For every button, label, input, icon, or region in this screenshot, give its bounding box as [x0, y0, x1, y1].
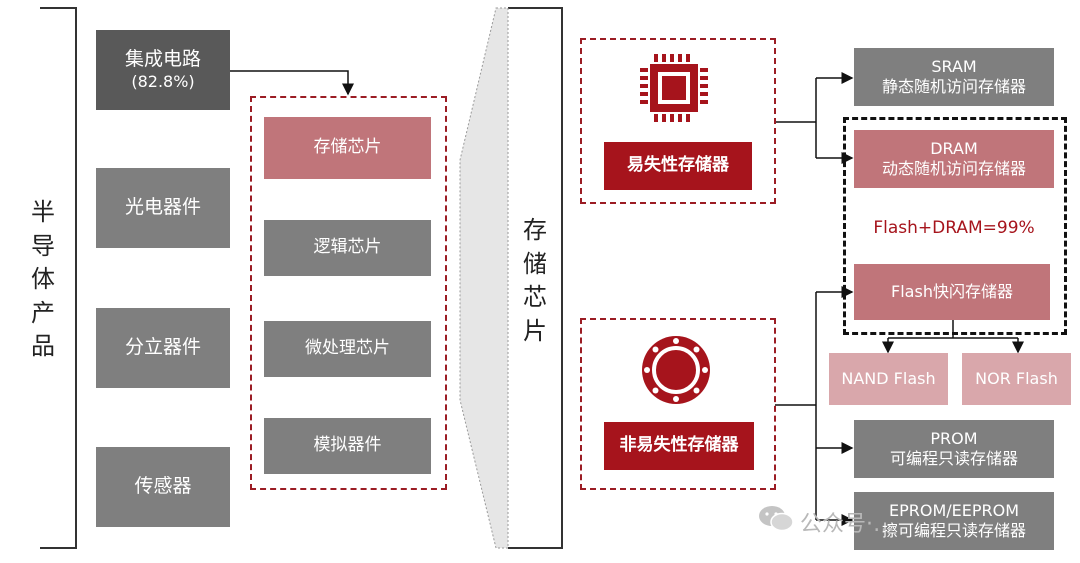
- category-ic: 集成电路 (82.8%): [96, 30, 230, 110]
- dram-box: DRAM 动态随机访问存储器: [854, 130, 1054, 188]
- category-discrete: 分立器件: [96, 308, 230, 388]
- dram-desc: 动态随机访问存储器: [881, 159, 1026, 178]
- chip-icon: [636, 50, 712, 126]
- volatile-label: 易失性存储器: [604, 142, 752, 190]
- category-optoelectronic: 光电器件: [96, 168, 230, 248]
- ic-type-microprocessor: 微处理芯片: [264, 321, 431, 377]
- wechat-icon: [758, 504, 794, 532]
- sram-box: SRAM 静态随机访问存储器: [854, 48, 1054, 106]
- dram-name: DRAM: [930, 139, 978, 158]
- nonvolatile-group: [580, 318, 776, 490]
- eprom-name: EPROM/EEPROM: [888, 501, 1020, 520]
- middle-bracket: [508, 7, 563, 549]
- flash-box: Flash快闪存储器: [854, 264, 1050, 320]
- prom-name: PROM: [930, 429, 978, 448]
- ic-type-memory: 存储芯片: [264, 117, 431, 179]
- share-note: Flash+DRAM=99%: [873, 218, 1035, 238]
- flash-split: [888, 320, 1018, 339]
- sram-name: SRAM: [931, 57, 977, 76]
- eprom-desc: 擦可编程只读存储器: [881, 521, 1026, 540]
- nor-box: NOR Flash: [962, 353, 1071, 405]
- disc-icon: [640, 334, 712, 406]
- eprom-box: EPROM/EEPROM 擦可编程只读存储器: [854, 492, 1054, 550]
- left-bracket: [40, 7, 77, 549]
- category-ic-name: 集成电路: [124, 48, 201, 71]
- sram-desc: 静态随机访问存储器: [881, 77, 1026, 96]
- volatile-group: [580, 38, 776, 204]
- zigzag-funnel: [459, 7, 509, 549]
- middle-title: 存储芯片: [523, 216, 547, 345]
- category-ic-share: (82.8%): [131, 71, 195, 91]
- category-sensor: 传感器: [96, 447, 230, 527]
- nonvolatile-label: 非易失性存储器: [604, 422, 754, 470]
- ic-types-group: [250, 96, 447, 490]
- dram-flash-group: [843, 117, 1067, 335]
- ic-arrow: [230, 70, 354, 96]
- left-title: 半导体产品: [31, 198, 55, 361]
- nand-box: NAND Flash: [829, 353, 948, 405]
- prom-desc: 可编程只读存储器: [889, 449, 1018, 468]
- prom-box: PROM 可编程只读存储器: [854, 420, 1054, 478]
- watermark-text: 公众号·…: [800, 512, 895, 537]
- ic-type-logic: 逻辑芯片: [264, 220, 431, 276]
- ic-type-analog: 模拟器件: [264, 418, 431, 474]
